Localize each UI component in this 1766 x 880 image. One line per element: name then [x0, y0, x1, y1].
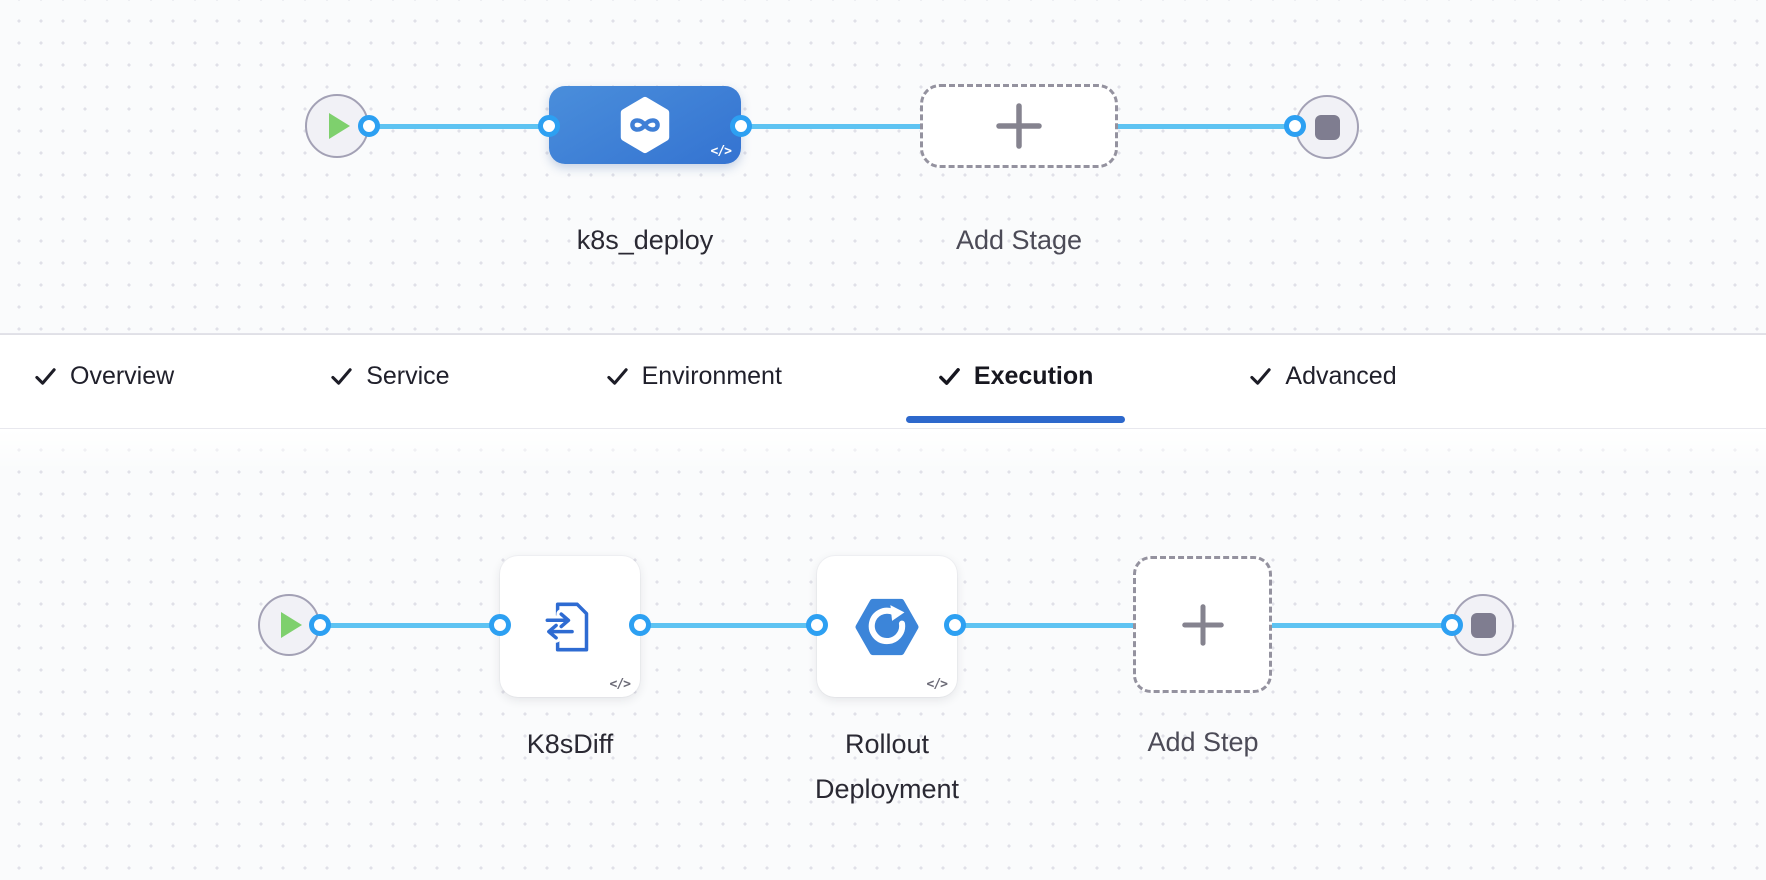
step-node-rollout-deployment[interactable]: </> — [817, 556, 957, 697]
code-view-icon[interactable]: </> — [609, 677, 632, 692]
check-icon — [606, 368, 628, 385]
rollout-deployment-icon — [855, 598, 919, 655]
check-icon — [939, 368, 960, 385]
step-name-label: K8sDiff — [526, 729, 614, 759]
tab-label: Service — [366, 362, 450, 390]
connector-port[interactable] — [309, 614, 331, 636]
stage-node-k8s-deploy[interactable]: </> — [549, 86, 741, 164]
connector-port[interactable] — [489, 614, 511, 636]
add-stage-button[interactable] — [920, 84, 1118, 168]
stage-connector-line — [369, 124, 1297, 129]
k8s-diff-icon — [542, 602, 589, 651]
tab-advanced[interactable]: Advanced — [1215, 335, 1430, 428]
stage-config-tabs: Overview Service Environment Execution — [0, 334, 1766, 429]
connector-port[interactable] — [1441, 614, 1463, 636]
connector-port[interactable] — [730, 115, 752, 137]
connector-port[interactable] — [806, 614, 828, 636]
stop-icon — [1314, 114, 1340, 140]
add-step-label: Add Step — [1147, 727, 1259, 757]
connector-port[interactable] — [358, 115, 380, 137]
tab-label: Execution — [973, 362, 1094, 390]
tab-environment[interactable]: Environment — [572, 335, 816, 428]
stage-canvas: </> k8s_deploy Add Stage — [0, 0, 1766, 334]
connector-port[interactable] — [538, 115, 560, 137]
plus-icon — [996, 103, 1042, 149]
active-tab-indicator — [905, 416, 1126, 423]
play-icon — [329, 113, 350, 139]
check-icon — [35, 368, 56, 385]
add-step-button[interactable] — [1133, 556, 1272, 693]
step-node-k8sdiff[interactable]: </> — [500, 556, 640, 697]
harness-logo-icon — [620, 96, 670, 154]
code-view-icon[interactable]: </> — [710, 144, 733, 159]
stop-icon — [1470, 612, 1496, 638]
check-icon — [1250, 368, 1272, 385]
execution-canvas: </> </> K8sDiff — [0, 429, 1766, 878]
canvas-fade — [0, 429, 1766, 471]
stage-name-label: k8s_deploy — [576, 225, 714, 255]
play-icon — [281, 612, 302, 638]
tab-service[interactable]: Service — [296, 335, 483, 428]
add-stage-label: Add Stage — [955, 225, 1083, 255]
plus-icon — [1181, 603, 1224, 646]
check-icon — [331, 368, 352, 385]
tab-execution[interactable]: Execution — [904, 335, 1127, 428]
tab-label: Overview — [70, 362, 175, 390]
tab-overview[interactable]: Overview — [0, 335, 208, 428]
connector-port[interactable] — [1284, 115, 1306, 137]
code-view-icon[interactable]: </> — [926, 677, 949, 692]
connector-port[interactable] — [944, 614, 966, 636]
connector-port[interactable] — [629, 614, 651, 636]
step-name-label: Rollout Deployment — [814, 729, 960, 804]
tab-label: Environment — [641, 362, 782, 390]
tab-label: Advanced — [1285, 362, 1397, 390]
